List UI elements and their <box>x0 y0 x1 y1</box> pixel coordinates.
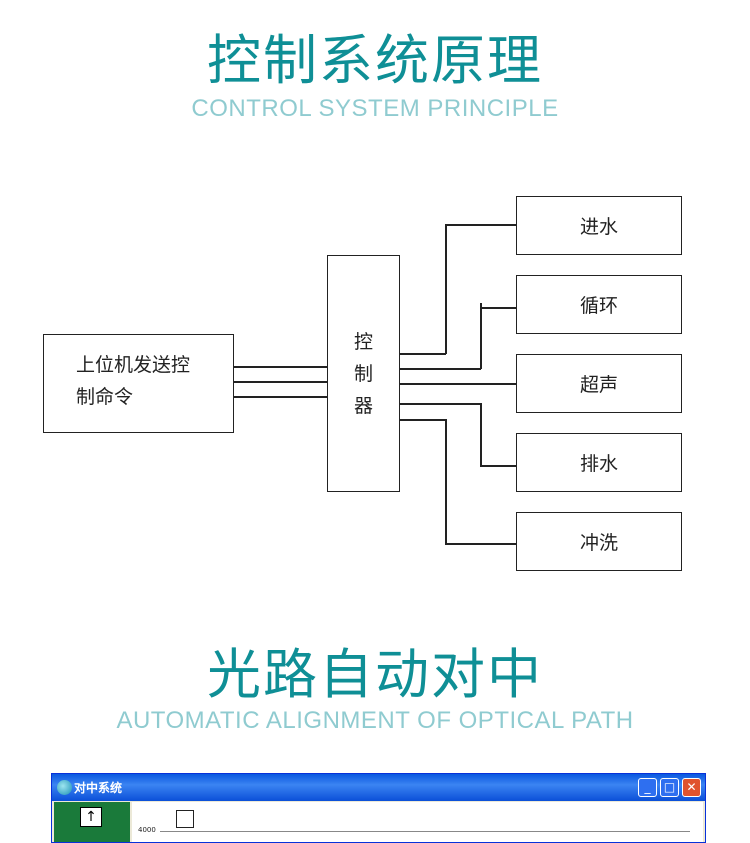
output-label: 循环 <box>579 295 618 317</box>
host-label-line2: 制命令 <box>76 386 134 408</box>
connector-wire <box>234 366 327 368</box>
output-label: 超声 <box>579 374 618 396</box>
maximize-button[interactable]: □ <box>660 778 679 797</box>
connector-wire <box>400 368 481 370</box>
output-box-water-in: 进水 <box>516 196 682 255</box>
connector-wire <box>480 465 516 467</box>
output-box-flush: 冲洗 <box>516 512 682 571</box>
controller-char: 制 <box>353 362 373 385</box>
connector-wire <box>480 307 516 309</box>
plot-area: 4000 <box>132 802 703 842</box>
connector-wire <box>445 224 516 226</box>
connector-wire <box>400 383 516 385</box>
connector-wire <box>234 381 327 383</box>
up-arrow-button[interactable]: ↑ <box>80 807 102 827</box>
controller-char: 器 <box>353 394 373 417</box>
connector-wire <box>234 396 327 398</box>
output-box-drain: 排水 <box>516 433 682 492</box>
connector-wire <box>400 353 446 355</box>
app-icon <box>57 780 72 795</box>
host-command-box: 上位机发送控 制命令 <box>43 334 234 433</box>
output-box-circulation: 循环 <box>516 275 682 334</box>
connector-wire <box>445 419 447 544</box>
connector-wire <box>445 224 447 354</box>
alignment-system-window: 对中系统 _ □ ✕ ↑ 4000 <box>51 773 706 843</box>
minimize-button[interactable]: _ <box>638 778 657 797</box>
output-label: 冲洗 <box>579 532 618 554</box>
connector-wire <box>400 403 481 405</box>
output-box-ultrasonic: 超声 <box>516 354 682 413</box>
host-label-line1: 上位机发送控 <box>76 354 191 376</box>
window-titlebar[interactable]: 对中系统 _ □ ✕ <box>52 774 705 801</box>
window-title: 对中系统 <box>74 781 123 795</box>
connector-wire <box>480 303 482 369</box>
axis-tick-label: 4000 <box>138 826 156 834</box>
section-subtitle-alignment: AUTOMATIC ALIGNMENT OF OPTICAL PATH <box>116 707 634 734</box>
section-title-alignment: 光路自动对中 <box>207 643 543 706</box>
connector-wire <box>400 419 446 421</box>
close-button[interactable]: ✕ <box>682 778 701 797</box>
output-label: 进水 <box>579 216 618 238</box>
controller-box: 控 制 器 <box>327 255 400 492</box>
connector-wire <box>480 403 482 466</box>
controller-char: 控 <box>353 330 373 353</box>
connector-wire <box>445 543 516 545</box>
option-checkbox[interactable] <box>176 810 194 828</box>
section-title-control: 控制系统原理 <box>207 29 543 92</box>
output-label: 排水 <box>579 453 618 475</box>
section-subtitle-control: CONTROL SYSTEM PRINCIPLE <box>191 95 559 122</box>
